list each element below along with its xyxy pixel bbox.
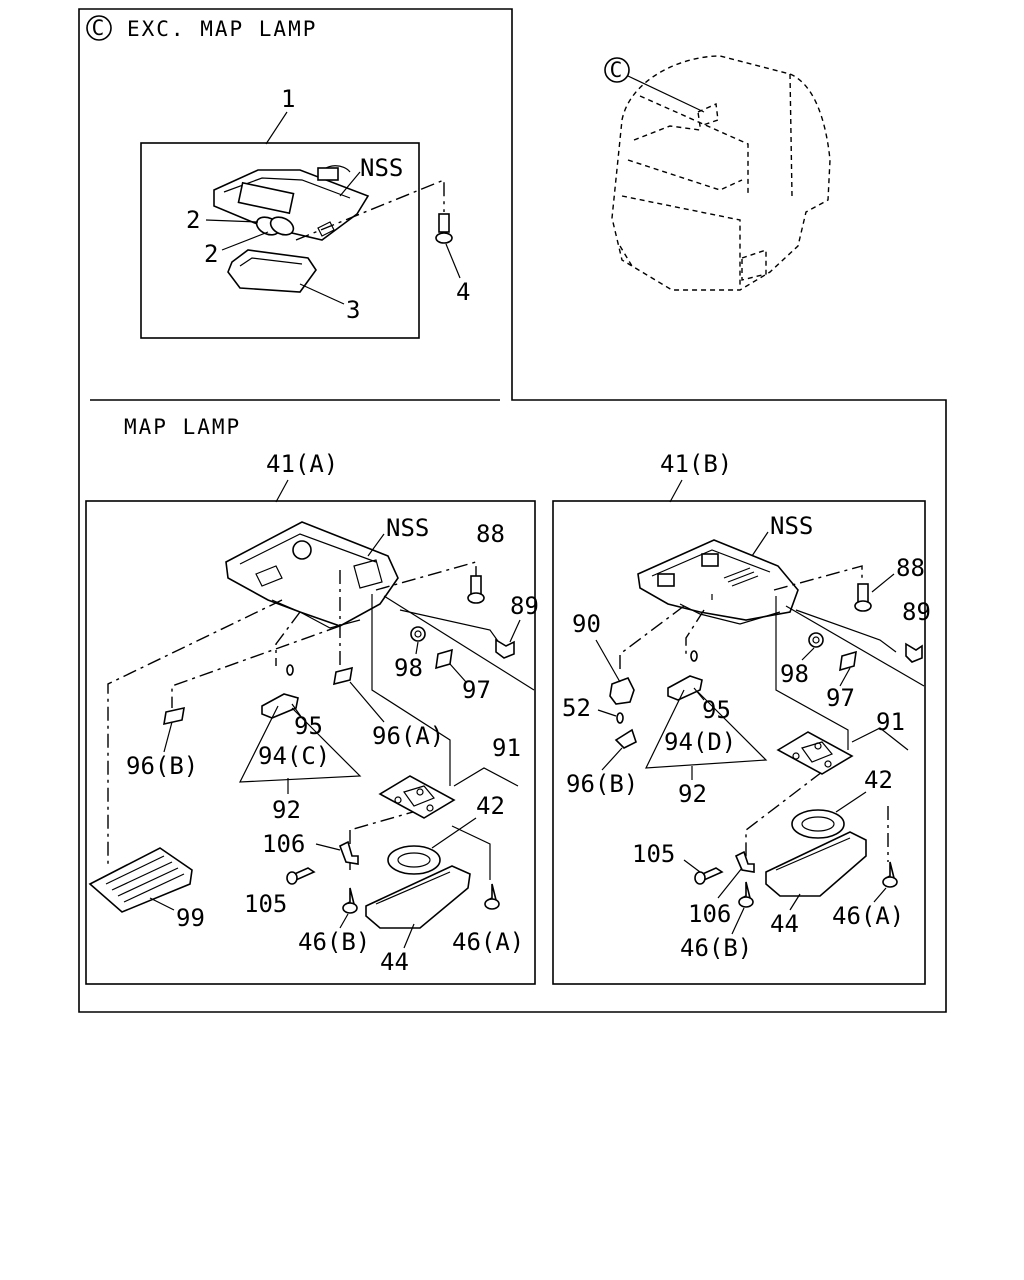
panel-b-nss: NSS	[770, 512, 813, 540]
section-c-marker	[86, 15, 112, 41]
panel-b-46b: 46(B)	[680, 934, 752, 962]
panel-a-105: 105	[244, 890, 287, 918]
panel-b-88: 88	[896, 554, 925, 582]
panel-a-91: 91	[492, 734, 521, 762]
lens-44-a	[365, 865, 471, 929]
panel-b-96b: 96(B)	[566, 770, 638, 798]
panel-a-nss: NSS	[386, 514, 429, 542]
panel-a-88: 88	[476, 520, 505, 548]
panel-a-46b: 46(B)	[298, 928, 370, 956]
panel-41a: 41(A) NSS 88	[85, 450, 539, 985]
section-exc-map-lamp: C EXC. MAP LAMP 1 NSS 2 2	[86, 15, 470, 339]
panel-b-42: 42	[864, 766, 893, 794]
section-c-letter: C	[92, 16, 107, 40]
clip-98-a	[410, 626, 426, 642]
callout-nss-top: NSS	[360, 154, 403, 182]
cover-99	[88, 847, 193, 913]
reflector-42-a	[387, 845, 441, 875]
section-title-exc-map-lamp: EXC. MAP LAMP	[127, 17, 317, 41]
lens-44-b	[765, 831, 867, 897]
screw-46a-a	[484, 883, 500, 910]
map-lamp-housing-b	[637, 539, 799, 625]
screw-46b-b	[738, 881, 754, 908]
panel-a-box	[85, 500, 536, 985]
screw-46b-a	[342, 887, 358, 914]
panel-b-90: 90	[572, 610, 601, 638]
panel-b-94d: 94(D)	[664, 728, 736, 756]
callout-2b: 2	[204, 240, 218, 268]
cab-c-marker	[604, 57, 630, 83]
pad-96b-b	[614, 728, 637, 749]
switch-94d	[667, 650, 703, 701]
screw-4	[435, 213, 453, 244]
panel-b-52: 52	[562, 694, 591, 722]
screw-88-a	[467, 575, 485, 604]
callout-1: 1	[281, 85, 295, 113]
panel-a-96a: 96(A)	[372, 722, 444, 750]
pad-96b-a	[163, 706, 185, 726]
callout-4: 4	[456, 278, 470, 306]
panel-b-box	[552, 500, 926, 985]
panel-a-89: 89	[510, 592, 539, 620]
bulb-105-a	[286, 867, 316, 885]
connector-90	[609, 676, 635, 705]
panel-b-105: 105	[632, 840, 675, 868]
panel-b-91: 91	[876, 708, 905, 736]
panel-a-92: 92	[272, 796, 301, 824]
pad-96a	[333, 666, 353, 686]
bulb-105-b	[694, 867, 724, 885]
panel-a-106: 106	[262, 830, 305, 858]
panel-a-42: 42	[476, 792, 505, 820]
frame	[78, 8, 947, 1013]
bracket-91-a	[378, 775, 456, 819]
panel-b-106: 106	[688, 900, 731, 928]
screw-46a-b	[882, 861, 898, 888]
dome-lamp-housing	[213, 165, 370, 241]
cab-c-letter: C	[610, 58, 625, 82]
reflector-42-b	[791, 809, 845, 839]
panel-b-44: 44	[770, 910, 799, 938]
lamp-assembly-box	[140, 142, 420, 339]
bulb-parts	[255, 216, 295, 236]
panel-a-title: 41(A)	[266, 450, 338, 478]
panel-b-46a: 46(A)	[832, 902, 904, 930]
clip-106-b	[734, 850, 755, 873]
clip-106-a	[338, 840, 359, 865]
panel-b-92: 92	[678, 780, 707, 808]
cab-location-sketch: C	[604, 55, 831, 291]
panel-a-99: 99	[176, 904, 205, 932]
switch-94c	[261, 664, 299, 719]
panel-a-44: 44	[380, 948, 409, 976]
pad-97-b	[839, 650, 857, 672]
panel-a-95: 95	[294, 712, 323, 740]
screw-89-b	[905, 642, 923, 663]
panel-b-89: 89	[902, 598, 931, 626]
panel-a-96b: 96(B)	[126, 752, 198, 780]
panel-a-94c: 94(C)	[258, 742, 330, 770]
panel-a-46a: 46(A)	[452, 928, 524, 956]
section-title-map-lamp: MAP LAMP	[124, 415, 241, 439]
bulb-52	[616, 712, 624, 724]
callout-2a: 2	[186, 206, 200, 234]
screw-89-a	[495, 638, 515, 659]
panel-b-98: 98	[780, 660, 809, 688]
callout-3: 3	[346, 296, 360, 324]
map-lamp-housing-a	[225, 521, 399, 629]
screw-88-b	[854, 583, 872, 612]
panel-a-98: 98	[394, 654, 423, 682]
bracket-91-b	[776, 731, 854, 775]
clip-98-b	[808, 632, 824, 648]
panel-a-97: 97	[462, 676, 491, 704]
lamp-lens	[227, 249, 317, 293]
panel-b-title: 41(B)	[660, 450, 732, 478]
panel-b-97: 97	[826, 684, 855, 712]
pad-97-a	[435, 648, 453, 670]
panel-41b: 41(B) NSS 88 89	[552, 450, 931, 985]
